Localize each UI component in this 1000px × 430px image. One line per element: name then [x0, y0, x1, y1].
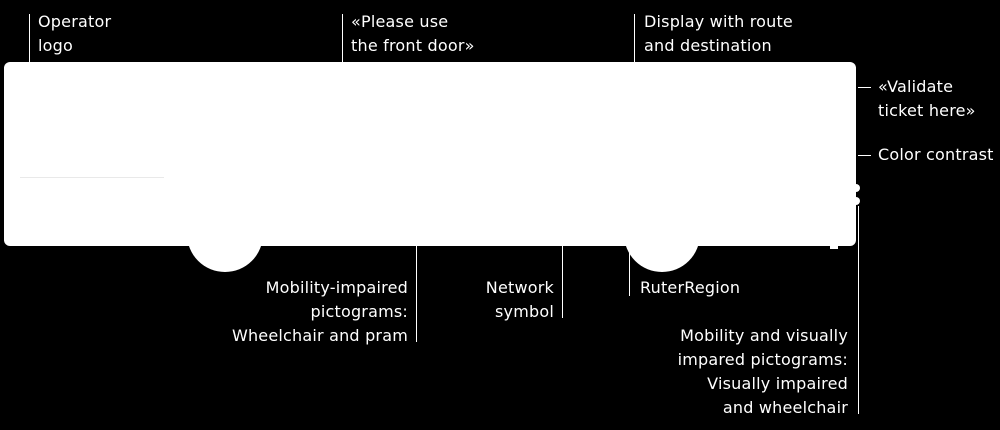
ruter-region-leader [629, 246, 630, 296]
rear-light-lower [852, 197, 860, 205]
color-contrast-label: Color contrast [878, 145, 994, 164]
visually-impaired-leader [858, 206, 859, 414]
operator-logo-leader [29, 14, 30, 62]
validate-ticket-label: «Validate ticket here» [878, 77, 976, 120]
rear-wheel [624, 196, 700, 272]
rear-marker [830, 246, 838, 249]
mobility-impaired-leader [416, 246, 417, 342]
mobility-impaired-label: Mobility-impaired pictograms: Wheelchair… [231, 278, 408, 345]
network-symbol-leader [562, 246, 563, 318]
visually-impaired-label: Mobility and visually impared pictograms… [677, 326, 848, 417]
display-leader [634, 14, 635, 62]
front-door-leader [342, 14, 343, 62]
front-door-label: «Please use the front door» [351, 12, 475, 55]
front-wheel [187, 196, 263, 272]
bus-side-panel-line [20, 177, 164, 178]
rear-light [852, 184, 860, 192]
color-contrast-leader [858, 155, 871, 156]
validate-ticket-leader [858, 87, 871, 88]
display-label: Display with route and destination [644, 12, 793, 55]
bus-body [4, 62, 856, 246]
operator-logo-label: Operator logo [38, 12, 112, 55]
network-symbol-label: Network symbol [485, 278, 554, 321]
ruter-region-label: RuterRegion [640, 278, 741, 297]
